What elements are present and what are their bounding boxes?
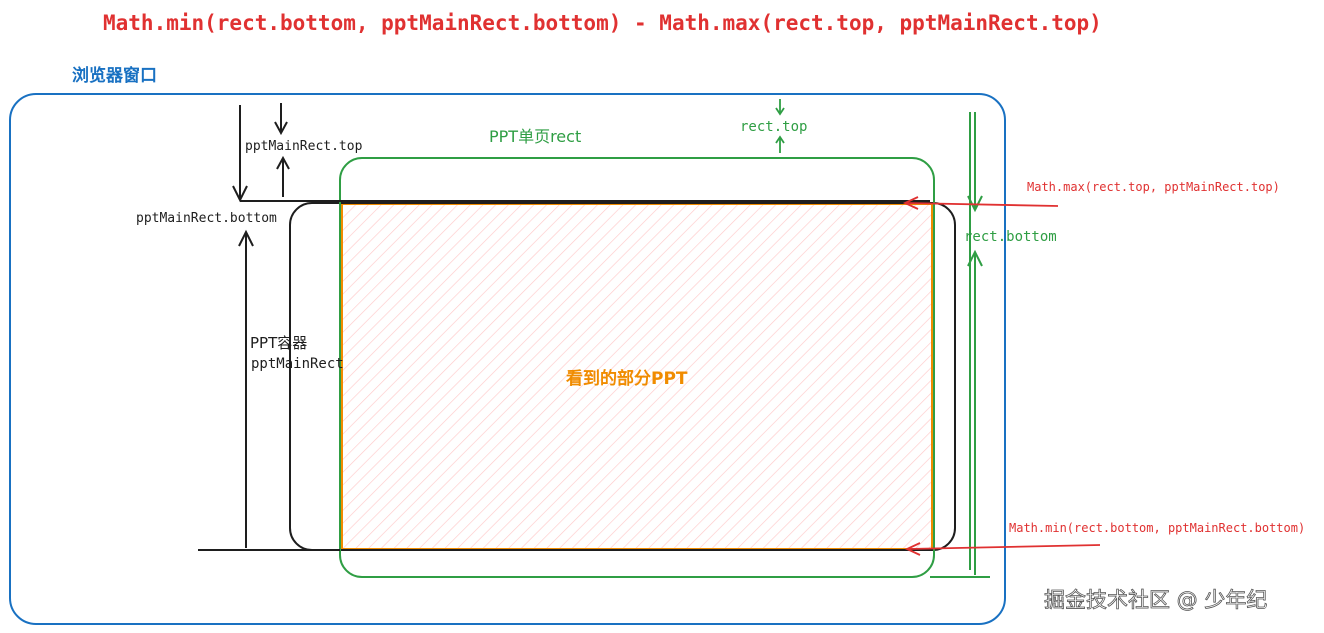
max-note-label: Math.max(rect.top, pptMainRect.top) <box>1027 180 1280 194</box>
ppt-main-rect-label: pptMainRect <box>251 356 344 372</box>
ppt-container-label: PPT容器 <box>250 334 307 352</box>
rect-bottom-label: rect.bottom <box>964 229 1057 245</box>
ppt-page-rect-box <box>339 157 935 578</box>
formula-text: Math.min(rect.bottom, pptMainRect.bottom… <box>103 11 1102 35</box>
watermark-text: 掘金技术社区 @ 少年纪 <box>1044 588 1267 612</box>
rect-top-label: rect.top <box>740 119 807 135</box>
ppt-main-rect-top-arrows <box>274 103 290 197</box>
ppt-main-rect-bottom-label: pptMainRect.bottom <box>136 211 277 226</box>
window-to-container-top-arrow <box>232 105 248 203</box>
ppt-main-rect-bottom-arrow <box>238 229 254 548</box>
visible-part-label: 看到的部分PPT <box>565 368 688 389</box>
min-note-arrow <box>904 542 1101 556</box>
min-note-label: Math.min(rect.bottom, pptMainRect.bottom… <box>1009 521 1305 535</box>
max-note-arrow <box>902 196 1059 210</box>
rect-bottom-arrows <box>967 112 983 575</box>
browser-window-label: 浏览器窗口 <box>72 65 157 86</box>
browser-window-box <box>9 93 1006 625</box>
ppt-main-rect-top-label: pptMainRect.top <box>245 139 363 154</box>
ppt-container-box <box>289 202 956 551</box>
rect-top-arrows <box>775 99 785 153</box>
ppt-page-rect-label: PPT单页rect <box>489 127 581 146</box>
